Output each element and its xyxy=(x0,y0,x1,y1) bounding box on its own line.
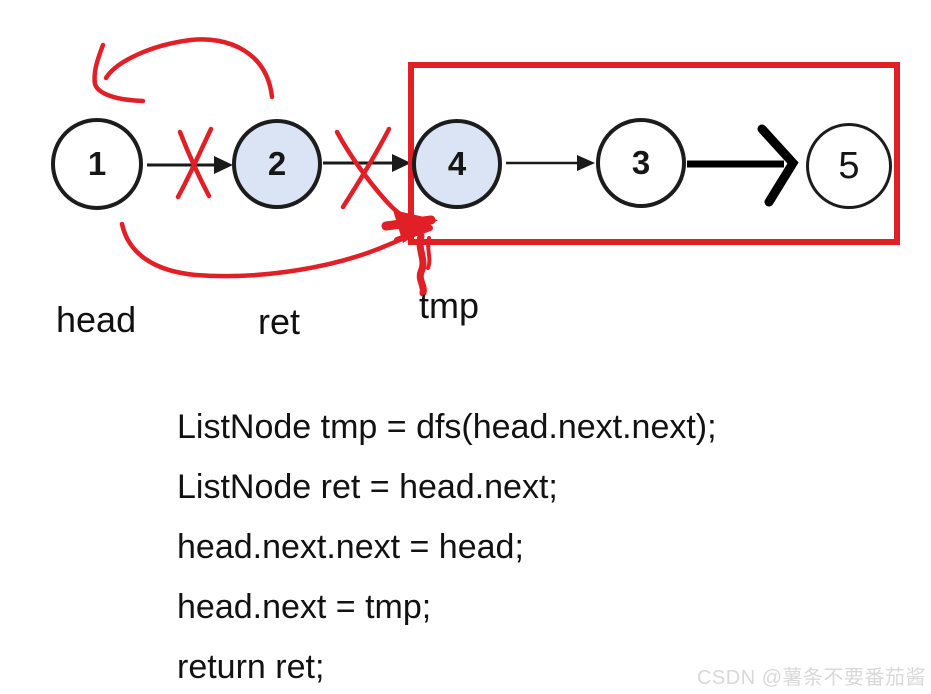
red-scribble-arrowhead xyxy=(381,210,438,297)
list-node-2: 2 xyxy=(232,119,322,209)
list-node-1: 1 xyxy=(51,118,143,210)
code-block: ListNode tmp = dfs(head.next.next); List… xyxy=(177,398,857,694)
code-line-3: head.next.next = head; xyxy=(177,528,524,566)
red-cross-2 xyxy=(334,126,416,225)
list-node-4: 4 xyxy=(412,119,502,209)
list-node-5: 5 xyxy=(806,123,892,209)
code-line-2: ListNode ret = head.next; xyxy=(177,468,558,506)
arrow-4-to-3 xyxy=(506,155,595,171)
arrow-3-to-5-bold xyxy=(687,124,799,207)
red-highlight-rectangle xyxy=(408,62,900,245)
pointer-label-tmp: tmp xyxy=(419,285,480,326)
pointer-label-ret: ret xyxy=(258,301,301,342)
csdn-watermark: CSDN @薯条不要番茄酱 xyxy=(696,667,926,689)
arrow-1-to-2 xyxy=(147,156,233,174)
list-node-3: 3 xyxy=(596,118,686,208)
red-curve-bottom-tmp-arrow xyxy=(119,221,422,279)
code-line-4: head.next = tmp; xyxy=(177,588,432,626)
pointer-label-head: head xyxy=(56,299,137,340)
red-cross-1 xyxy=(175,126,214,200)
red-curve-top-back-arrow xyxy=(92,37,275,104)
code-line-5: return ret; xyxy=(177,648,325,686)
code-line-1: ListNode tmp = dfs(head.next.next); xyxy=(177,408,717,446)
